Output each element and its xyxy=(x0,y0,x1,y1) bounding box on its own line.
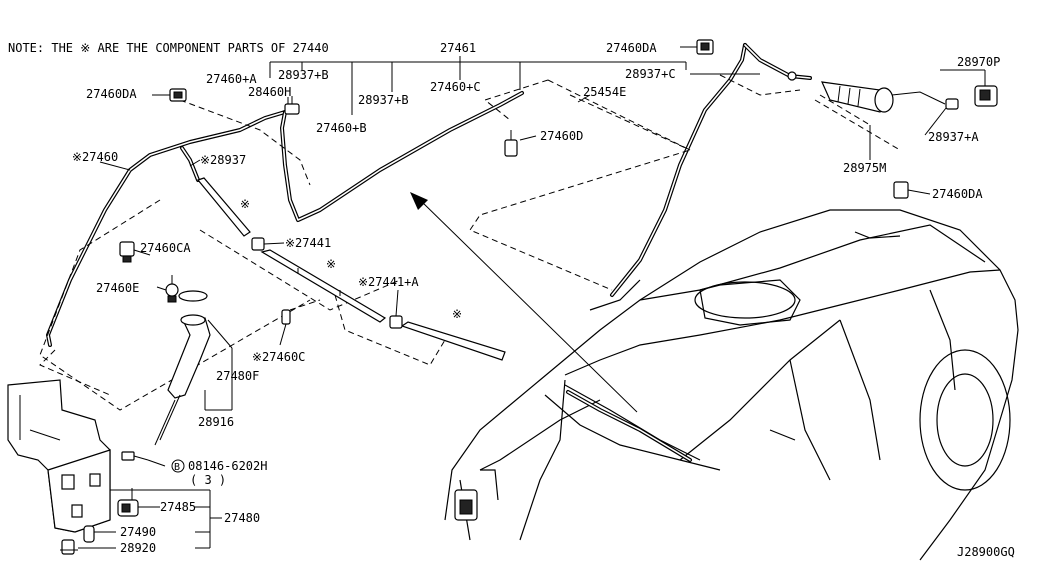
connector-27460DA-right xyxy=(893,181,909,199)
washer-hose-rear xyxy=(280,91,524,222)
bolt-marker: B xyxy=(171,459,185,473)
bolt-08146 xyxy=(121,451,149,461)
connector-28937C xyxy=(787,71,797,81)
label-27490: 27490 xyxy=(120,525,156,539)
label-27460B: 27460+B xyxy=(316,121,367,135)
mark-1: ※ xyxy=(240,197,250,211)
sensor-28920 xyxy=(60,539,78,555)
connector-27460E xyxy=(165,283,179,303)
label-27480F: 27480F xyxy=(216,369,259,383)
connector-27460DA-top xyxy=(696,39,714,55)
label-27460D: 27460D xyxy=(540,129,583,143)
mark-3: ※ xyxy=(452,307,462,321)
label-27460CA: 27460CA xyxy=(140,241,191,255)
label-27441A-star: ※27441+A xyxy=(358,275,419,289)
label-27460DA-right: 27460DA xyxy=(932,187,983,201)
label-27461: 27461 xyxy=(440,41,476,55)
label-28937-star: ※28937 xyxy=(200,153,246,167)
label-28937B-2: 28937+B xyxy=(358,93,409,107)
vehicle-outline xyxy=(444,209,1019,561)
label-27485: 27485 xyxy=(160,500,196,514)
grommet-27490 xyxy=(83,525,95,543)
assembly-outlines xyxy=(39,74,901,411)
label-28975M: 28975M xyxy=(843,161,886,175)
connector-27460D xyxy=(504,130,518,157)
label-27480: 27480 xyxy=(224,511,260,525)
label-28937B-1: 28937+B xyxy=(278,68,329,82)
pump-27485 xyxy=(117,488,139,517)
label-27460C-star: ※27460C xyxy=(252,350,305,364)
label-28970P: 28970P xyxy=(957,55,1000,69)
connector-28460H xyxy=(284,96,300,115)
washer-hose-main xyxy=(46,110,287,347)
note-text: NOTE: THE ※ ARE THE COMPONENT PARTS OF 2… xyxy=(8,41,329,55)
bolt-marker-letter: B xyxy=(174,462,180,473)
component-marks: ※ ※ ※ xyxy=(240,197,462,321)
part-labels: 27461 27460DA 28970P 28937+C 27460+A 289… xyxy=(72,41,1000,555)
arrow-to-vehicle xyxy=(410,192,638,413)
label-27460-star: ※27460 xyxy=(72,150,118,164)
label-28916: 28916 xyxy=(198,415,234,429)
label-27460A: 27460+A xyxy=(206,72,257,86)
label-27460E: 27460E xyxy=(96,281,139,295)
connector-27460C xyxy=(281,309,291,325)
label-25454E: 25454E xyxy=(583,85,626,99)
leader-27461-group xyxy=(269,56,687,115)
label-leaders xyxy=(78,46,986,549)
label-28937A: 28937+A xyxy=(928,130,979,144)
label-28920: 28920 xyxy=(120,541,156,555)
label-28937C: 28937+C xyxy=(625,67,676,81)
label-08146-qty: ( 3 ) xyxy=(190,473,226,487)
connector-28937A xyxy=(945,98,959,110)
diagram-id: J28900GQ xyxy=(957,545,1015,559)
label-08146: 08146-6202H xyxy=(188,459,267,473)
connector-27441A xyxy=(389,315,403,329)
grommet-28975M xyxy=(821,81,946,113)
washer-tank xyxy=(7,379,111,533)
connector-27441 xyxy=(251,237,265,251)
label-27460C: 27460+C xyxy=(430,80,481,94)
filler-neck xyxy=(154,290,211,446)
connector-27460DA-left xyxy=(169,88,187,102)
mark-2: ※ xyxy=(326,257,336,271)
label-27441-star: ※27441 xyxy=(285,236,331,250)
nozzle-bar-upper xyxy=(196,177,506,361)
label-27460DA-left: 27460DA xyxy=(86,87,137,101)
label-28460H: 28460H xyxy=(248,85,291,99)
washer-hose-roof xyxy=(610,43,812,297)
connector-27460CA xyxy=(119,241,135,263)
rear-nozzle-28970P xyxy=(974,85,998,107)
label-27460DA-top: 27460DA xyxy=(606,41,657,55)
